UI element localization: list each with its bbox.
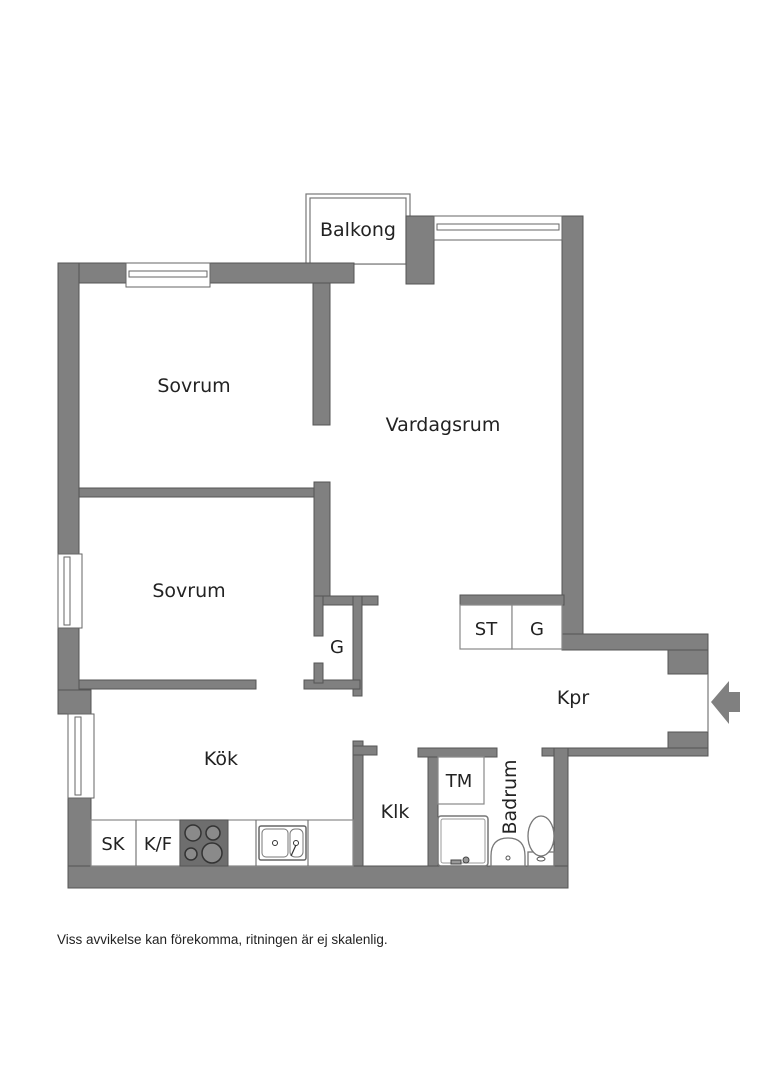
disclaimer-text: Viss avvikelse kan förekomma, ritningen … [57, 932, 388, 947]
label-sk: SK [101, 834, 125, 855]
hall-cabinets [459, 604, 563, 650]
kitchen-counter [90, 819, 354, 867]
toilet-icon [527, 815, 555, 867]
balcony [305, 193, 411, 265]
label-balkong: Balkong [320, 219, 396, 241]
windows [57, 215, 709, 799]
label-closet-g-bedroom: G [330, 637, 344, 658]
label-kok: Kök [204, 748, 238, 770]
entrance-arrow-icon [711, 681, 740, 724]
label-vardagsrum: Vardagsrum [386, 414, 501, 436]
bathroom-fixtures [437, 756, 555, 867]
stove-icon [179, 819, 229, 867]
label-badrum: Badrum [499, 759, 521, 834]
label-sovrum-top: Sovrum [157, 375, 230, 397]
label-closet-g-hall: G [530, 619, 544, 640]
label-klk: Klk [381, 801, 410, 823]
label-sovrum-mid: Sovrum [152, 580, 225, 602]
label-st: ST [475, 619, 498, 640]
label-kpr: Kpr [557, 687, 590, 709]
label-tm: TM [445, 771, 473, 792]
room-labels: Balkong Sovrum Vardagsrum Sovrum G ST G … [101, 219, 589, 855]
walls [57, 215, 709, 889]
shower-icon [437, 815, 489, 867]
sink-icon [258, 825, 307, 861]
washbasin-icon [490, 837, 526, 867]
label-kf: K/F [144, 834, 172, 855]
